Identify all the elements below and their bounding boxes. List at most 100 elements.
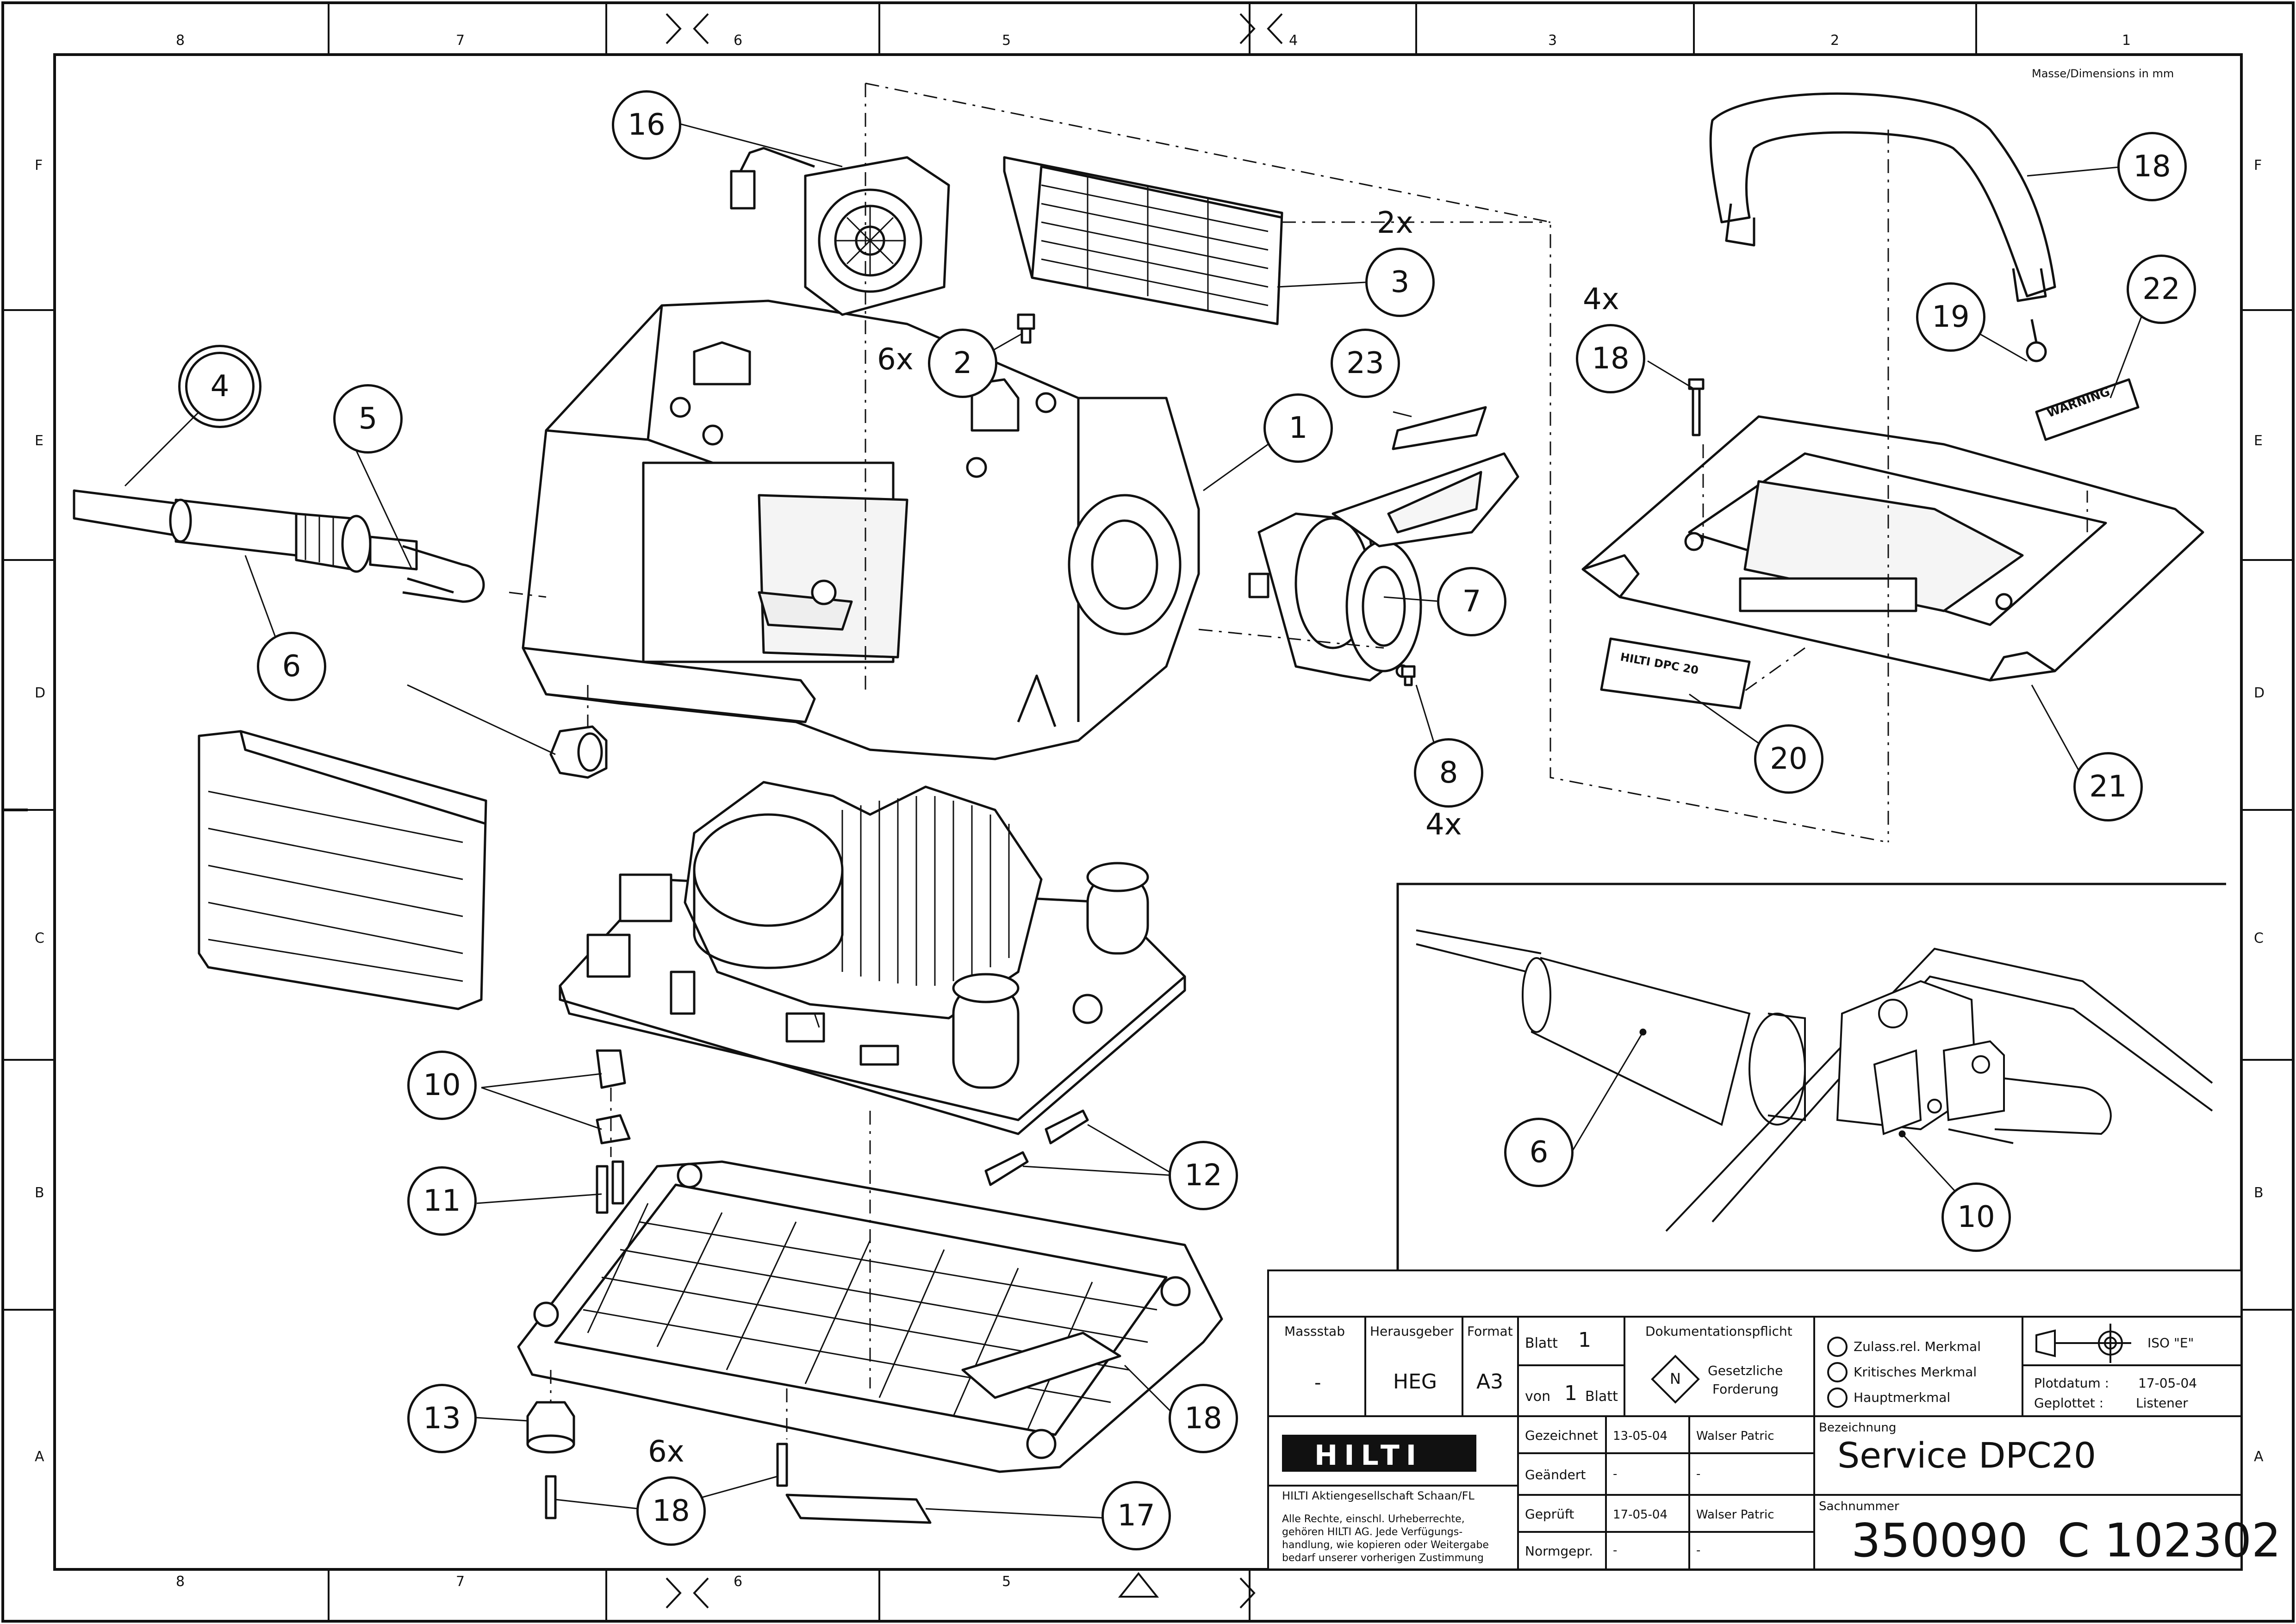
tb-company: HILTI Aktiengesellschaft Schaan/FL [1282, 1489, 1475, 1502]
tb-bezeichnung-value: Service DPC20 [1837, 1435, 2097, 1476]
detail-callout-6: 6 [1504, 1118, 1574, 1187]
tb-gepruft-name: Walser Patric [1696, 1508, 1774, 1522]
pad-part [785, 1493, 932, 1524]
tb-dok-text-1: Gesetzliche [1708, 1363, 1783, 1378]
tb-von-value: 1 [1564, 1381, 1577, 1405]
tb-haupt: Hauptmerkmal [1854, 1390, 1951, 1405]
callout-18-upper: 18 [1576, 324, 1645, 393]
qty-2: 6x [877, 342, 914, 377]
tb-dok-symbol: N [1670, 1370, 1681, 1388]
nameplate-part [1600, 637, 1751, 709]
callout-3: 3 [1365, 248, 1435, 317]
screw-part-8 [1401, 665, 1416, 686]
vent-grille-top [1003, 156, 1283, 325]
tb-dok-text-2: Forderung [1712, 1381, 1779, 1397]
tb-normgepr-date: - [1613, 1543, 1618, 1557]
callout-13: 13 [407, 1384, 477, 1453]
tb-normgepr-name: - [1696, 1543, 1701, 1557]
tb-rights-4: bedarf unserer vorherigen Zustimmung [1282, 1552, 1484, 1564]
dimensions-note: Masse/Dimensions in mm [2032, 67, 2174, 80]
column-label-bottom-7: 7 [456, 1574, 465, 1590]
callout-4: 4 [185, 352, 255, 421]
cable-part [73, 489, 485, 603]
callout-15: 17 [1101, 1481, 1171, 1550]
callout-11: 11 [407, 1166, 477, 1236]
tb-geandert-name: - [1696, 1467, 1701, 1481]
row-label-right-B: B [2254, 1185, 2264, 1201]
drawing-border [53, 53, 2243, 1571]
tb-format-label: Format [1467, 1324, 1513, 1339]
socket-part [1248, 452, 1519, 682]
tb-normgepr-label: Normgepr. [1525, 1543, 1593, 1559]
tb-gepruft-label: Geprüft [1525, 1506, 1574, 1522]
callout-10: 10 [407, 1051, 477, 1120]
callout-4-ring [178, 345, 261, 428]
callout-5: 5 [333, 384, 403, 454]
row-label-right-F: F [2254, 157, 2262, 174]
tb-blatt-label: Blatt [1525, 1335, 1558, 1351]
tb-gezeichnet-date: 13-05-04 [1613, 1429, 1668, 1443]
screw-part-11 [596, 1160, 624, 1214]
callout-2: 2 [928, 329, 997, 398]
tb-blatt-value: 1 [1578, 1328, 1591, 1352]
column-label-7: 7 [456, 32, 465, 49]
callout-17: 18 [2117, 132, 2187, 201]
row-label-right-C: C [2254, 930, 2264, 946]
tb-kritisch: Kritisches Merkmal [1854, 1364, 1977, 1380]
callout-16: 18 [1169, 1384, 1238, 1453]
qty-8: 4x [1425, 808, 1462, 842]
callout-19: 19 [1916, 282, 1985, 352]
callout-1: 1 [1263, 393, 1333, 463]
callout-18-lower: 18 [636, 1476, 706, 1546]
tb-gepruft-date: 17-05-04 [1613, 1508, 1668, 1522]
handle-part [1709, 92, 2056, 362]
tb-rights-3: handlung, wie kopieren oder Weitergabe [1282, 1539, 1489, 1551]
tb-iso: ISO "E" [2147, 1335, 2194, 1350]
tb-sachnummer-value: 350090 C 102302 [1851, 1513, 2281, 1568]
fan-part [730, 147, 950, 316]
screw-part-18-lower [545, 1443, 788, 1519]
column-label-6: 6 [734, 32, 743, 49]
callout-7: 7 [1437, 567, 1506, 636]
callout-12: 12 [1169, 1141, 1238, 1210]
detail-callout-10: 10 [1941, 1182, 2011, 1252]
row-label-D: D [35, 685, 46, 701]
qty-18-lower: 6x [648, 1435, 684, 1469]
tb-massstab-value: - [1314, 1372, 1321, 1394]
tb-massstab-label: Massstab [1284, 1324, 1345, 1339]
tb-geplottet-value: Listener [2136, 1395, 2188, 1411]
tb-rights-1: Alle Rechte, einschl. Urheberrechte, [1282, 1513, 1465, 1525]
row-label-right-E: E [2254, 433, 2263, 449]
warning-label-part [2035, 378, 2140, 441]
tb-dok-title: Dokumentationspflicht [1645, 1324, 1792, 1339]
tb-gezeichnet-name: Walser Patric [1696, 1429, 1774, 1443]
callout-20: 20 [1754, 724, 1823, 794]
tb-bezeichnung-label: Bezeichnung [1819, 1421, 1897, 1435]
fuse-part [984, 1109, 1089, 1186]
tb-von-suffix: Blatt [1585, 1388, 1618, 1405]
column-label-bottom-6: 6 [734, 1574, 743, 1590]
column-label-2: 2 [1830, 32, 1840, 49]
leader-lines [124, 119, 2148, 1519]
base-plate-part [517, 1160, 1223, 1473]
callout-6: 6 [257, 632, 326, 701]
tb-von-label: von [1525, 1388, 1551, 1405]
callout-23: 23 [1331, 329, 1400, 398]
tb-herausgeber-value: HEG [1393, 1370, 1437, 1394]
clip-part [596, 1049, 631, 1145]
label-part-23 [1392, 406, 1487, 450]
housing-part [522, 299, 1200, 760]
row-label-C: C [35, 930, 44, 946]
hilti-logo [1282, 1435, 1476, 1472]
tb-logo-text: HILTI [1314, 1439, 1423, 1472]
screw-part-18-upper [1688, 378, 1705, 436]
callout-21: 21 [2073, 752, 2143, 821]
row-label-F: F [35, 157, 43, 174]
tb-sachnummer-label: Sachnummer [1819, 1500, 1899, 1513]
circuit-board-part [559, 781, 1186, 1135]
column-label-8: 8 [176, 32, 185, 49]
column-label-bottom-5: 5 [1002, 1574, 1011, 1590]
tb-gezeichnet-label: Gezeichnet [1525, 1428, 1598, 1443]
